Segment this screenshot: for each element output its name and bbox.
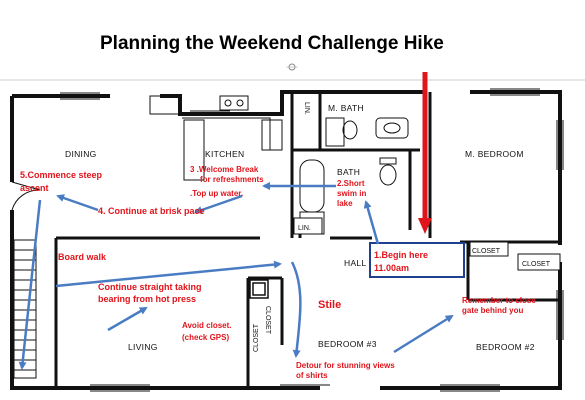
kitchen-counters bbox=[149, 95, 283, 181]
begin-here-box bbox=[369, 242, 465, 278]
note-straight-2: bearing from hot press bbox=[98, 294, 196, 304]
note-gate-2: gate behind you bbox=[462, 306, 523, 315]
closet-box-2 bbox=[517, 253, 561, 271]
note-detour-2: of shirts bbox=[296, 371, 328, 380]
route-arrows bbox=[18, 182, 454, 370]
note-swim-1: 2.Short bbox=[337, 179, 365, 188]
note-detour-1: Detour for stunning views bbox=[296, 361, 395, 370]
note-boardwalk: Board walk bbox=[58, 252, 107, 262]
note-begin-2: 11.00am bbox=[374, 263, 409, 273]
route-arrow-detour bbox=[107, 306, 148, 332]
label-m-bedroom: M. BEDROOM bbox=[465, 149, 524, 159]
label-bedroom-3: BEDROOM #3 bbox=[318, 339, 377, 349]
route-arrow-brisk bbox=[194, 194, 243, 214]
side-door bbox=[11, 181, 41, 211]
note-avoid-1: Avoid closet. bbox=[182, 321, 232, 330]
note-break-1: 3 .Welcome Break bbox=[190, 165, 259, 174]
note-swim-2: swim in bbox=[337, 189, 366, 198]
label-dining: DINING bbox=[65, 149, 97, 159]
route-arrow-to-ascent bbox=[56, 194, 99, 212]
note-break-2: for refreshments bbox=[200, 175, 264, 184]
note-swim-3: lake bbox=[337, 199, 353, 208]
label-closet-1: CLOSET bbox=[472, 248, 501, 255]
note-stile: Stile bbox=[318, 299, 341, 311]
diagram-title: Planning the Weekend Challenge Hike bbox=[100, 33, 444, 54]
interior-walls bbox=[54, 92, 560, 388]
label-living: LIVING bbox=[128, 342, 158, 352]
route-arrow-stile bbox=[290, 261, 302, 358]
label-closet-v2: CLOSET bbox=[253, 323, 260, 352]
label-closet-2: CLOSET bbox=[522, 261, 551, 268]
windows bbox=[60, 88, 564, 392]
note-brisk: 4. Continue at brisk pace bbox=[98, 206, 205, 216]
note-begin-1: 1.Begin here bbox=[374, 250, 428, 260]
label-closet-v1: CLOSET bbox=[264, 306, 271, 335]
label-kitchen: KITCHEN bbox=[205, 149, 244, 159]
closet-box-1 bbox=[469, 241, 509, 257]
route-arrow-boardwalk bbox=[55, 260, 282, 288]
label-bedroom-2: BEDROOM #2 bbox=[476, 342, 535, 352]
label-bath: BATH bbox=[337, 167, 360, 177]
route-arrow-gate bbox=[393, 314, 454, 354]
lin-box-mid bbox=[293, 217, 323, 235]
note-avoid-2: (check GPS) bbox=[182, 333, 229, 342]
note-steep-1: 5.Commence steep bbox=[20, 170, 103, 180]
label-hall: HALL bbox=[344, 258, 366, 268]
note-straight-1: Continue straight taking bbox=[98, 282, 202, 292]
route-arrow-stairs bbox=[18, 199, 42, 370]
note-gate-1: Remember to close bbox=[462, 296, 536, 305]
note-steep-2: ascent bbox=[20, 183, 49, 193]
label-lin-top: LIN. bbox=[303, 102, 310, 115]
hot-press-box bbox=[249, 279, 269, 299]
label-m-bath: M. BATH bbox=[328, 103, 364, 113]
label-lin-mid: LIN. bbox=[298, 225, 311, 232]
note-break-3: .Top up water. bbox=[190, 189, 243, 198]
compass-mark bbox=[286, 63, 298, 71]
route-arrow-to-swim bbox=[363, 200, 380, 245]
